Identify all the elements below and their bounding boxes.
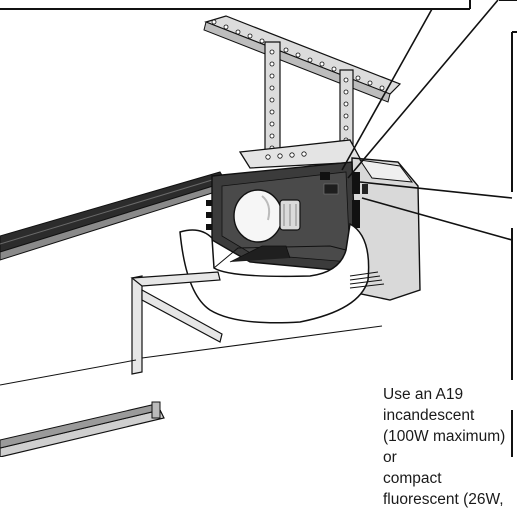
leader-line-2 xyxy=(347,0,499,179)
leader-line-1 xyxy=(341,8,433,171)
light-lens-cover xyxy=(179,222,385,324)
lower-track xyxy=(0,401,165,457)
bulb-instruction-text: Use an A19 incandescent (100W maximum) o… xyxy=(383,386,506,508)
perspective-lines xyxy=(0,325,383,386)
side-callout-box xyxy=(511,31,517,457)
ceiling-bracket xyxy=(203,15,402,103)
leader-line-3 xyxy=(359,181,513,199)
leader-line-4 xyxy=(361,197,513,241)
callout-frame xyxy=(0,0,517,10)
light-bulb xyxy=(233,189,301,243)
garage-door-opener-illustration xyxy=(0,0,517,457)
hanging-strap-left xyxy=(264,41,281,161)
door-bracket-frame xyxy=(130,271,223,375)
callout-leader-lines xyxy=(341,0,513,241)
